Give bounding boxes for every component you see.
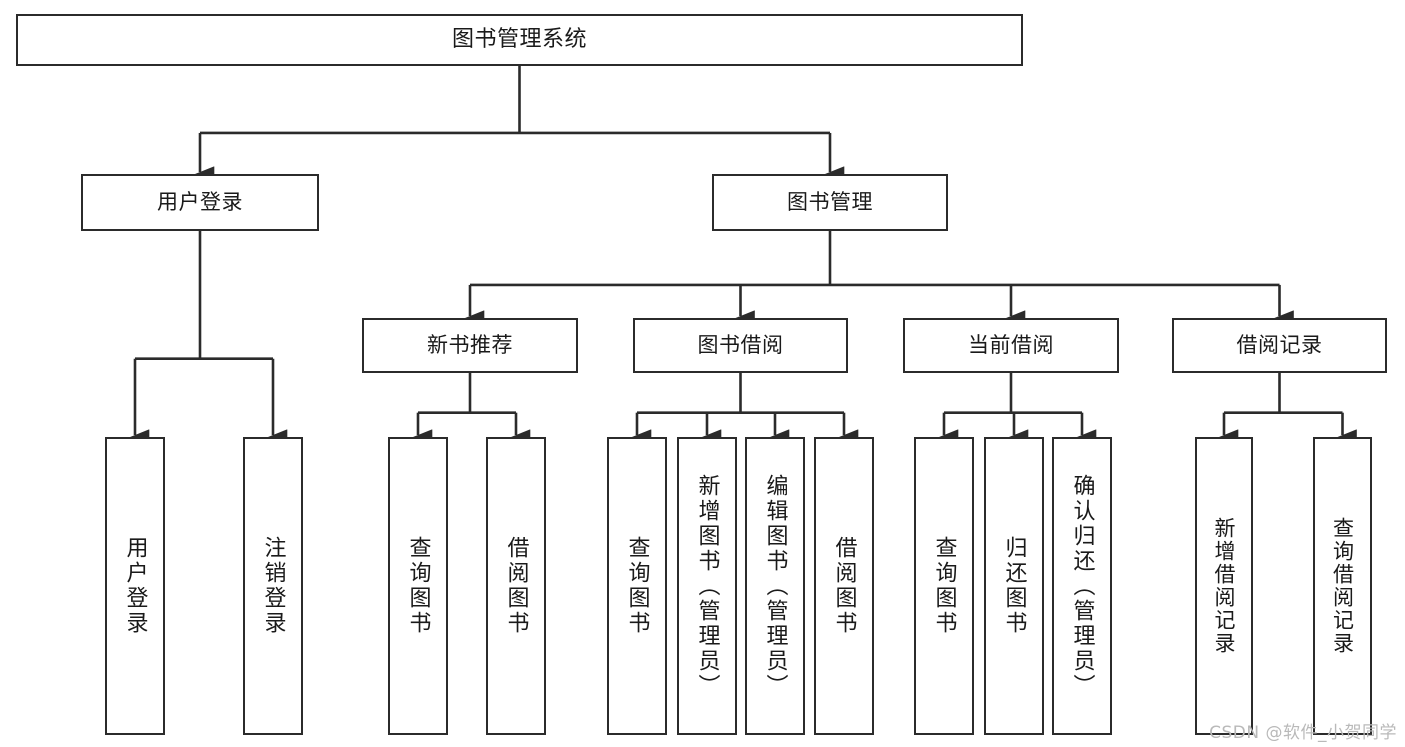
node-label: 借阅图书 bbox=[503, 536, 529, 636]
node-label: 借阅图书 bbox=[831, 536, 857, 636]
node-label: 注销登录 bbox=[260, 536, 286, 636]
node-label: 图书管理 bbox=[787, 190, 873, 215]
node-new-book-rec[interactable]: 新书推荐 bbox=[362, 318, 578, 373]
node-label: 编辑图书（管理员） bbox=[762, 473, 788, 699]
node-borrow-record[interactable]: 借阅记录 bbox=[1172, 318, 1387, 373]
node-leaf-borrow-book-2[interactable]: 借阅图书 bbox=[814, 437, 874, 735]
node-label: 新增图书（管理员） bbox=[694, 473, 720, 699]
node-leaf-add-record[interactable]: 新增借阅记录 bbox=[1195, 437, 1253, 735]
node-leaf-query-book-3[interactable]: 查询图书 bbox=[914, 437, 974, 735]
node-book-borrow[interactable]: 图书借阅 bbox=[633, 318, 848, 373]
node-label: 用户登录 bbox=[122, 536, 148, 636]
node-label: 用户登录 bbox=[157, 190, 243, 215]
node-label: 图书管理系统 bbox=[451, 27, 587, 53]
node-label: 查询图书 bbox=[624, 536, 650, 636]
csdn-watermark: CSDN @软件_小贺同学 bbox=[1209, 723, 1397, 743]
node-label: 新增借阅记录 bbox=[1212, 517, 1237, 655]
node-leaf-query-book-1[interactable]: 查询图书 bbox=[388, 437, 448, 735]
node-label: 借阅记录 bbox=[1236, 333, 1323, 358]
node-book-manage[interactable]: 图书管理 bbox=[712, 174, 948, 231]
node-leaf-return-book[interactable]: 归还图书 bbox=[984, 437, 1044, 735]
node-label: 当前借阅 bbox=[968, 333, 1054, 358]
node-label: 查询图书 bbox=[931, 536, 957, 636]
node-leaf-query-record[interactable]: 查询借阅记录 bbox=[1313, 437, 1372, 735]
node-leaf-user-login[interactable]: 用户登录 bbox=[105, 437, 165, 735]
node-leaf-edit-book[interactable]: 编辑图书（管理员） bbox=[745, 437, 805, 735]
node-label: 确认归还（管理员） bbox=[1069, 473, 1095, 699]
node-label: 新书推荐 bbox=[427, 333, 513, 358]
node-label: 归还图书 bbox=[1001, 536, 1027, 636]
node-leaf-borrow-book-1[interactable]: 借阅图书 bbox=[486, 437, 546, 735]
node-root[interactable]: 图书管理系统 bbox=[16, 14, 1023, 66]
node-leaf-query-book-2[interactable]: 查询图书 bbox=[607, 437, 667, 735]
node-leaf-add-book[interactable]: 新增图书（管理员） bbox=[677, 437, 737, 735]
node-leaf-user-logout[interactable]: 注销登录 bbox=[243, 437, 303, 735]
node-label: 查询图书 bbox=[405, 536, 431, 636]
node-user-login[interactable]: 用户登录 bbox=[81, 174, 319, 231]
node-label: 查询借阅记录 bbox=[1330, 517, 1355, 655]
node-label: 图书借阅 bbox=[697, 333, 784, 358]
node-leaf-confirm-return[interactable]: 确认归还（管理员） bbox=[1052, 437, 1112, 735]
node-current-borrow[interactable]: 当前借阅 bbox=[903, 318, 1119, 373]
